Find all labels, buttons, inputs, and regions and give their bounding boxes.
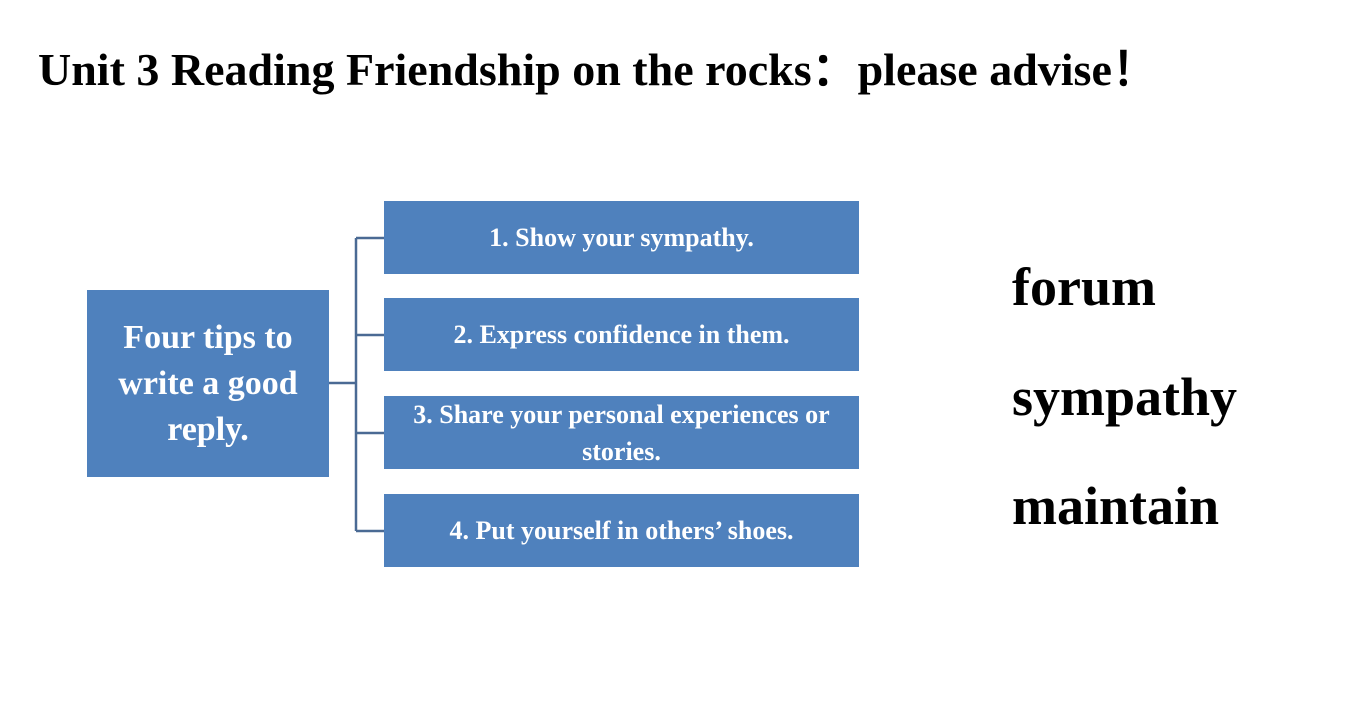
tip-label-2: 2. Express confidence in them.	[453, 320, 790, 349]
tip-box-4: 4. Put yourself in others’ shoes.	[384, 494, 859, 567]
tip-label-3: 3. Share your personal experiences or st…	[413, 399, 830, 466]
vocab-word-forum: forum	[1012, 257, 1156, 317]
tip-box-3: 3. Share your personal experiences or st…	[384, 396, 859, 469]
slide-title: Unit 3 Reading Friendship on the rocks：p…	[38, 44, 1158, 95]
tip-box-2: 2. Express confidence in them.	[384, 298, 859, 371]
diagram-root-box: Four tips to write a good reply.	[87, 290, 329, 477]
tip-label-4: 4. Put yourself in others’ shoes.	[449, 516, 794, 545]
diagram-root-label: Four tips to write a good reply.	[118, 318, 298, 448]
tip-label-1: 1. Show your sympathy.	[489, 223, 754, 252]
vocab-word-maintain: maintain	[1012, 476, 1220, 536]
tip-box-1: 1. Show your sympathy.	[384, 201, 859, 274]
vocab-word-sympathy: sympathy	[1012, 367, 1238, 427]
